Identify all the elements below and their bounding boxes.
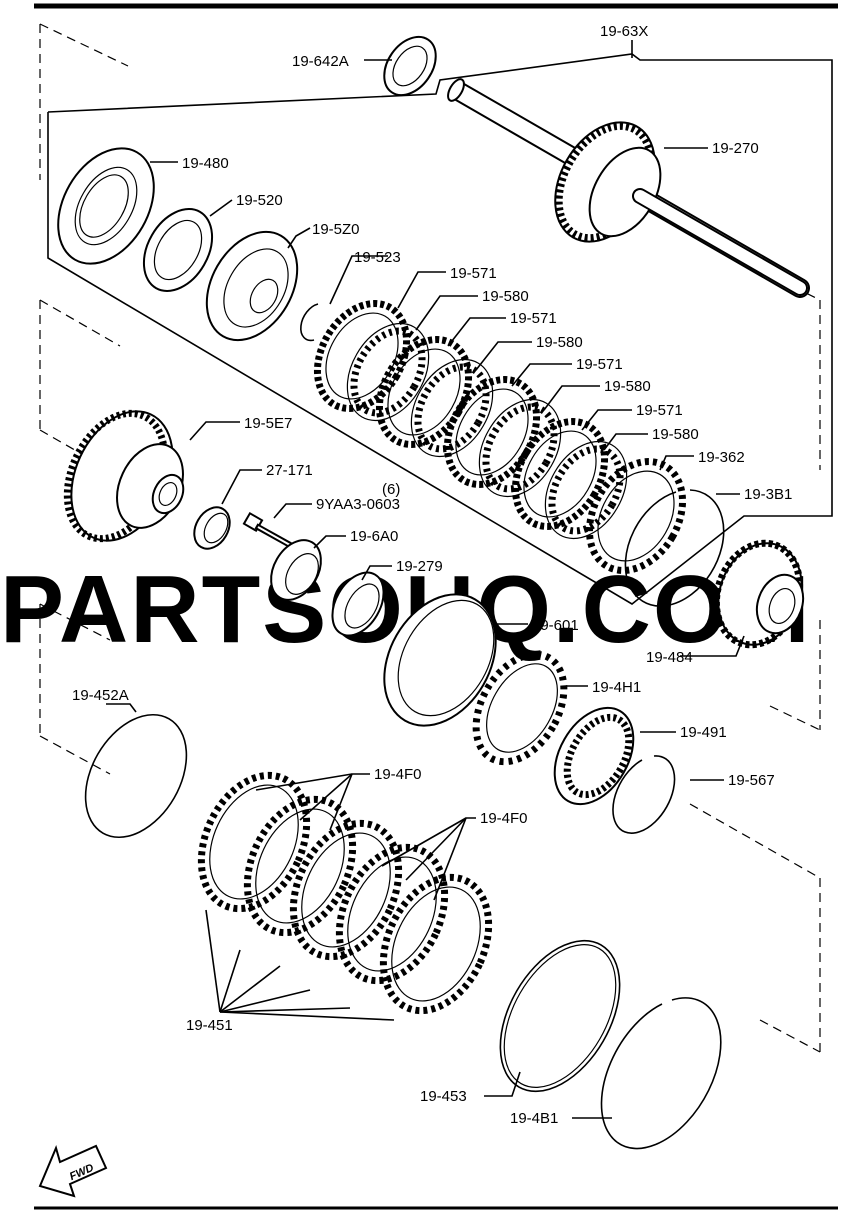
- label-19-270: 19-270: [712, 140, 759, 157]
- label-19-571-c: 19-571: [576, 356, 623, 373]
- label-27-171: 27-171: [266, 462, 313, 479]
- label-19-5z0: 19-5Z0: [312, 221, 360, 238]
- part-drum-19-601: [383, 593, 497, 727]
- part-plate-19-453: [499, 939, 621, 1093]
- label-9yaa3-0603: 9YAA3-0603: [316, 496, 400, 513]
- label-19-580-d: 19-580: [652, 426, 699, 443]
- part-clutch-plate-19-571-b: [375, 336, 473, 448]
- label-19-523: 19-523: [354, 249, 401, 266]
- label-19-452a: 19-452A: [72, 687, 129, 704]
- part-clutch-plate-19-571-c: [443, 376, 541, 488]
- label-19-642a: 19-642A: [292, 53, 349, 70]
- label-19-4h1: 19-4H1: [592, 679, 641, 696]
- part-clutch-disc-19-580-d: [544, 440, 628, 540]
- label-19-362: 19-362: [698, 449, 745, 466]
- label-19-63x: 19-63X: [600, 23, 648, 40]
- label-19-567: 19-567: [728, 772, 775, 789]
- label-qty-6: (6): [382, 481, 400, 498]
- leader-lines: [106, 40, 745, 1119]
- part-piston-19-5z0: [205, 230, 299, 342]
- label-19-4f0-b: 19-4F0: [480, 810, 528, 827]
- label-19-451: 19-451: [186, 1017, 233, 1034]
- part-plate-stack-19-4f0-19-451: [197, 771, 493, 1015]
- part-ring-19-452a: [84, 713, 188, 839]
- part-bearing-19-6a0: [270, 539, 322, 601]
- label-19-6a0: 19-6A0: [350, 528, 398, 545]
- part-bushing-27-171: [193, 506, 231, 550]
- part-snap-ring-19-3b1: [624, 489, 725, 607]
- part-drum-19-480: [57, 147, 155, 265]
- group-outline-lower: [39, 603, 821, 1053]
- part-clutch-plate-19-571-d: [511, 418, 609, 530]
- label-19-279: 19-279: [396, 558, 443, 575]
- part-bolt-9yaa3-0603: [242, 511, 294, 549]
- part-seal-19-520: [142, 208, 214, 292]
- fwd-arrow-icon: FWD: [38, 1144, 108, 1198]
- part-gear-19-484: [712, 539, 805, 649]
- label-19-601: 19-601: [532, 617, 579, 634]
- label-19-453: 19-453: [420, 1088, 467, 1105]
- part-clutch-plate-19-571-a: [313, 300, 411, 412]
- part-shaft-drum-19-270: [447, 78, 810, 298]
- label-19-4b1: 19-4B1: [510, 1110, 558, 1127]
- part-gear-drum-19-5e7: [63, 409, 185, 543]
- label-19-580-a: 19-580: [482, 288, 529, 305]
- part-snap-ring-19-4b1: [600, 997, 722, 1150]
- part-snap-ring-19-567: [612, 755, 676, 834]
- part-clutch-disc-19-580-c: [478, 398, 562, 498]
- part-clutch-disc-19-580-b: [410, 358, 494, 458]
- part-seal-19-279: [331, 571, 385, 637]
- part-thrust-bearing-19-642a: [383, 35, 437, 97]
- label-19-580-c: 19-580: [604, 378, 651, 395]
- label-19-484: 19-484: [646, 649, 693, 666]
- label-19-580-b: 19-580: [536, 334, 583, 351]
- part-hub-19-491: [553, 706, 635, 806]
- label-19-520: 19-520: [236, 192, 283, 209]
- label-19-491: 19-491: [680, 724, 727, 741]
- label-19-3b1: 19-3B1: [744, 486, 792, 503]
- label-19-480: 19-480: [182, 155, 229, 172]
- part-snap-ring-19-523: [300, 303, 319, 342]
- label-19-571-d: 19-571: [636, 402, 683, 419]
- label-19-571-b: 19-571: [510, 310, 557, 327]
- label-19-4f0-a: 19-4F0: [374, 766, 422, 783]
- label-19-5e7: 19-5E7: [244, 415, 292, 432]
- part-retaining-plate-19-362: [585, 458, 687, 574]
- label-19-571-a: 19-571: [450, 265, 497, 282]
- part-clutch-disc-19-580-a: [346, 322, 430, 422]
- part-plate-19-4h1: [472, 650, 568, 766]
